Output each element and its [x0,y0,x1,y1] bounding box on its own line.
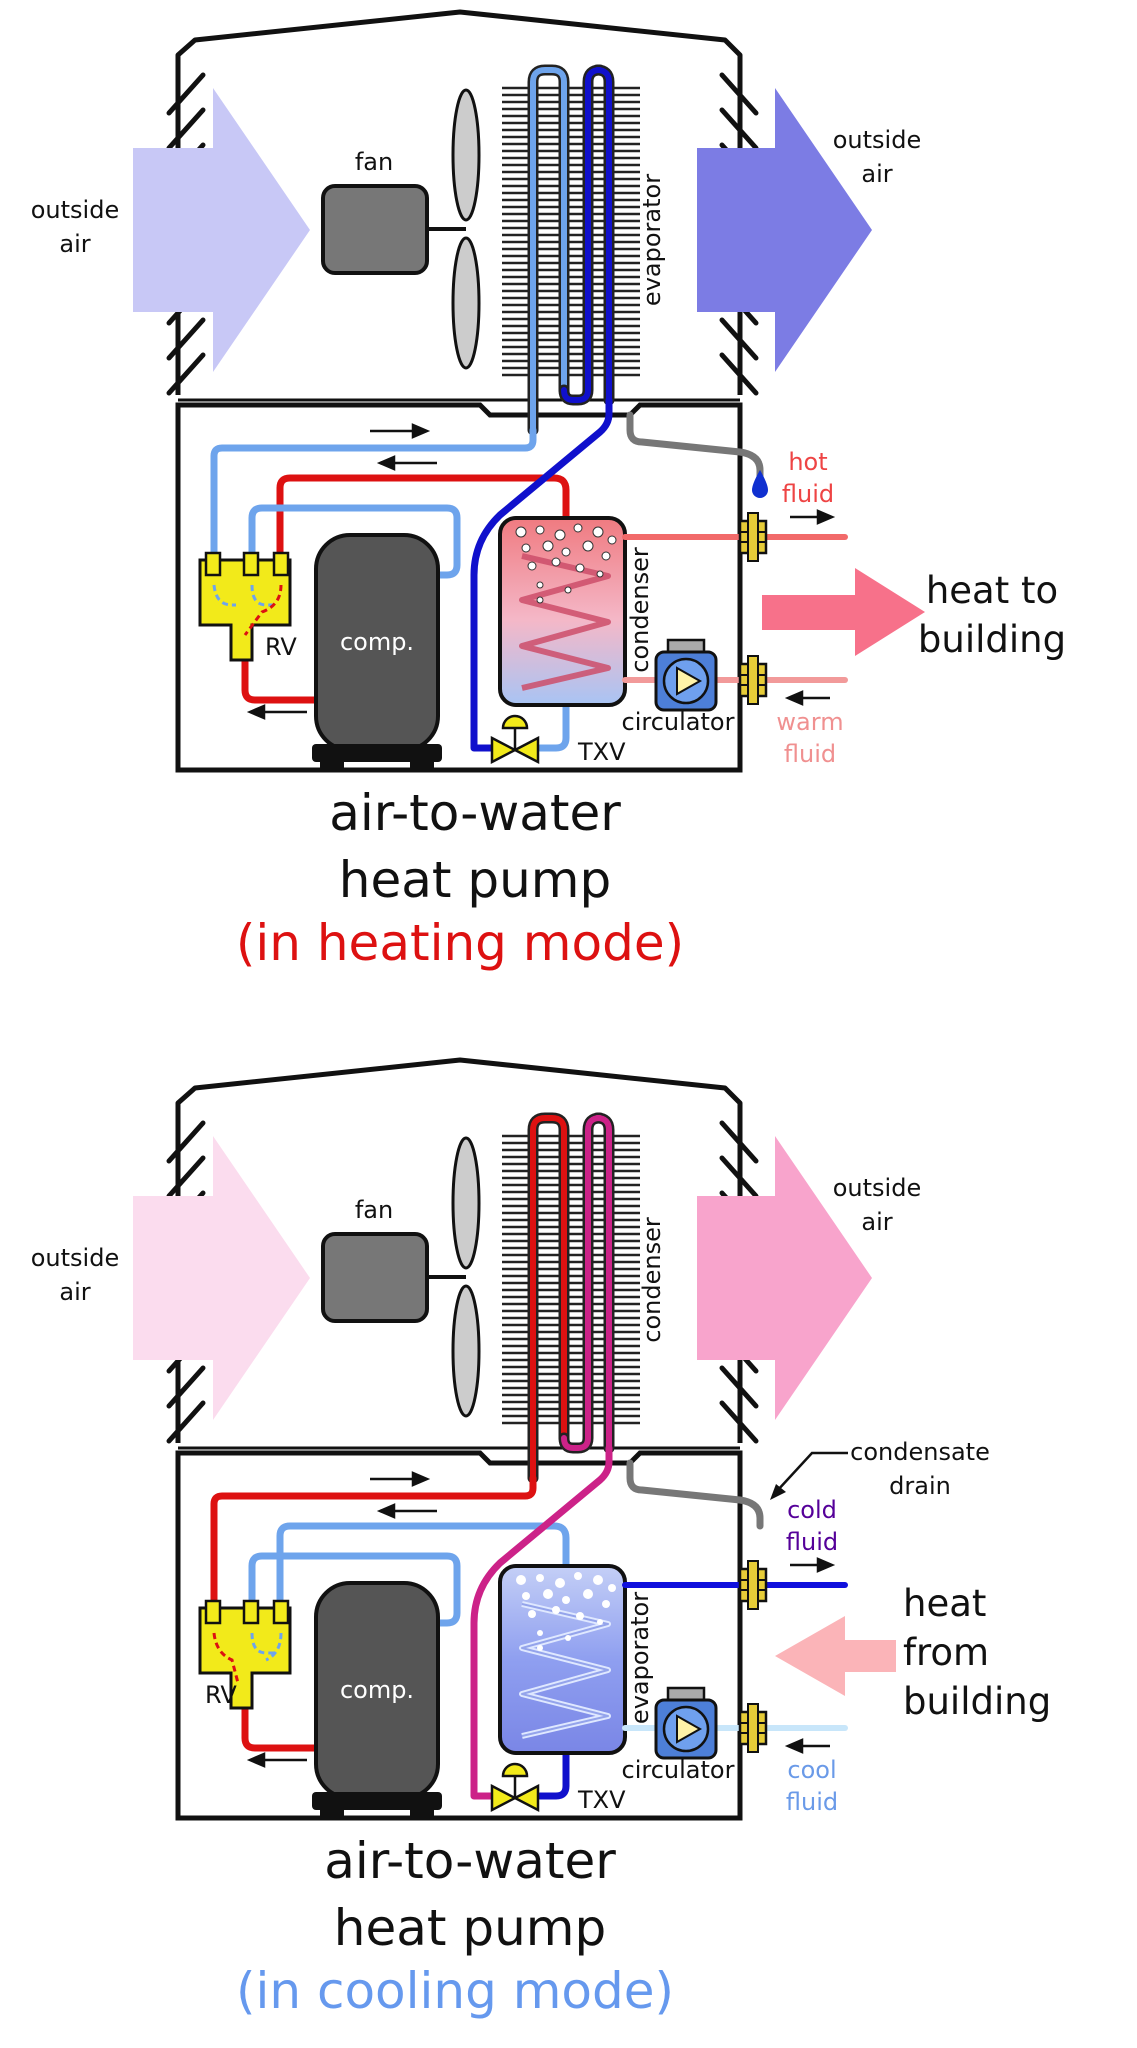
label-rv: RV [265,633,297,661]
drain-leader [776,1451,848,1492]
coil-fins [502,1134,640,1425]
circulator-pump [654,1686,718,1760]
heat-to-building-arrow [762,568,925,656]
suction-line [276,1522,570,1632]
label-coil: evaporator [638,174,666,306]
label-compressor: comp. [340,1676,414,1704]
fan-motor [321,1232,429,1323]
label-compressor: comp. [340,628,414,656]
comp-return-line [241,621,322,704]
bottom-housing [175,1450,743,1821]
inlet-air-arrow [133,1136,310,1420]
fan-motor [321,184,429,275]
outlet-air-arrow [697,1136,872,1420]
fan-blade-upper [451,88,481,222]
boiling-bubbles [516,1572,616,1651]
return-fitting [738,1702,768,1754]
reversing-valve [198,1606,292,1710]
liquid-line [470,396,613,752]
txv-line [536,1744,570,1800]
liquid-line [470,1444,613,1800]
panel-mode: (in heating mode) [236,914,684,972]
top-housing [175,9,743,395]
label-tank: condenser [626,547,654,673]
drain-hose [626,1459,764,1530]
txv-valve [490,1762,540,1813]
fan-blade-upper [451,1136,481,1270]
discharge-line [210,1474,537,1617]
fan-blade-lower [451,236,481,370]
heat-from-building-arrow [775,1616,896,1696]
label-circulator: circulator [622,708,735,736]
comp-return-line [241,1669,322,1752]
label-txv: TXV [577,738,626,766]
coil-tubes [527,1112,615,1484]
label-coil: condenser [638,1217,666,1343]
coil-fins [502,86,640,377]
return-fitting [738,654,768,706]
reversing-valve [198,558,292,662]
drain-hose [626,411,764,482]
outlet-air-arrow [697,88,872,372]
discharge-line [276,474,570,584]
flow-arrows [246,423,836,720]
label-fan: fan [355,148,393,176]
circulator-pump [654,638,718,712]
top-housing [175,1057,743,1443]
vapor-line [248,1552,461,1627]
label-circulator: circulator [622,1756,735,1784]
vapor-line [248,504,461,579]
tank-coil [519,553,611,691]
boiling-bubbles [515,523,617,604]
txv-line [536,696,570,752]
txv-valve [490,714,540,765]
suction-line [210,426,537,569]
bottom-housing [175,402,743,773]
label-txv: TXV [577,1786,626,1814]
coil-tubes [527,64,615,436]
label-rv: RV [205,1681,237,1709]
label-tank: evaporator [626,1592,654,1724]
label-fan: fan [355,1196,393,1224]
fan-blade-lower [451,1284,481,1418]
panel-mode: (in cooling mode) [236,1962,674,2020]
inlet-air-arrow [133,88,310,372]
flow-arrows [246,1471,836,1768]
supply-fitting [738,1559,768,1611]
supply-fitting [738,511,768,563]
condensate-drop [752,470,768,498]
